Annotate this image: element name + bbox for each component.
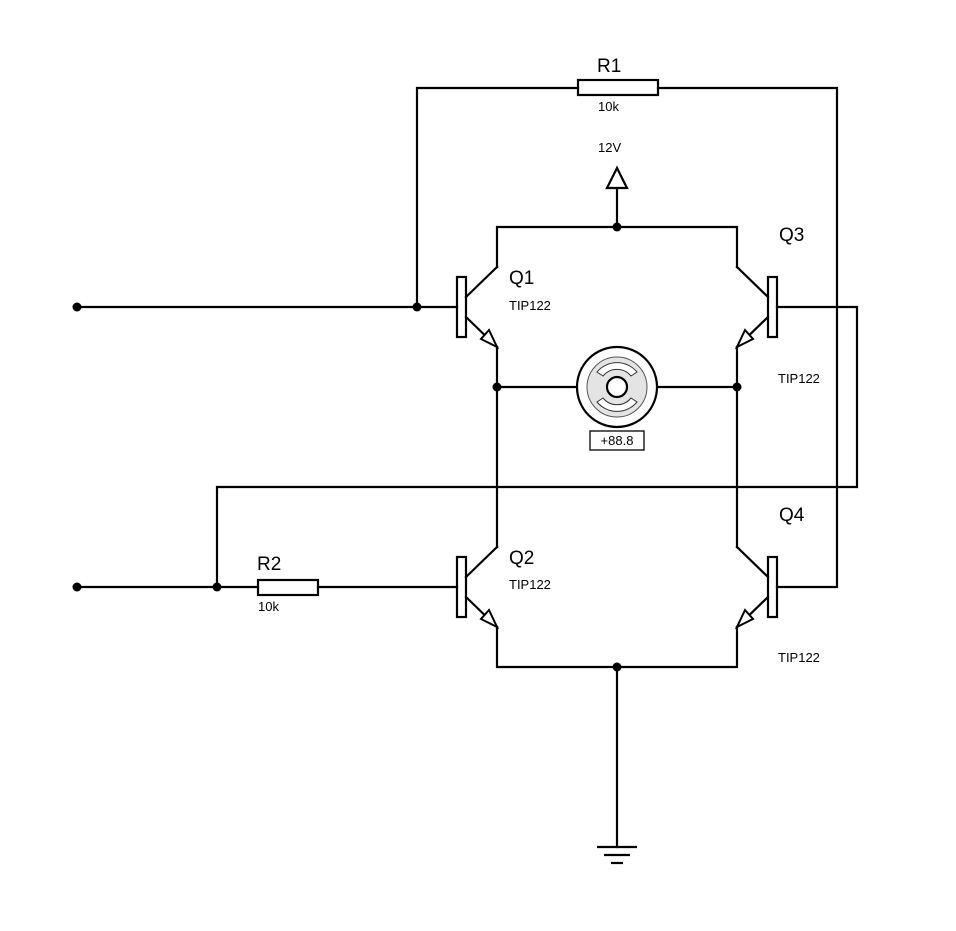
q4-name: Q4 — [779, 505, 805, 526]
r2-name: R2 — [257, 554, 281, 575]
r1-value: 10k — [598, 99, 619, 114]
transistor-q3: Q3 TIP122 — [734, 225, 820, 386]
junction-q1-base — [412, 302, 422, 312]
q4-part: TIP122 — [778, 650, 820, 665]
motor-readout: +88.8 — [601, 433, 634, 448]
q2-name: Q2 — [509, 548, 534, 569]
ground-icon — [597, 845, 637, 865]
junction-motor-right — [732, 382, 742, 392]
wire-q3-base-cross — [215, 305, 859, 589]
q3-name: Q3 — [779, 225, 804, 246]
transistor-q4: Q4 TIP122 — [734, 505, 820, 665]
wire-ground-rail — [495, 625, 739, 669]
wire-r1-loop — [415, 86, 580, 309]
q3-part: TIP122 — [778, 371, 820, 386]
junction-motor-left — [492, 382, 502, 392]
junction-supply — [612, 222, 622, 232]
transistor-q2: Q2 TIP122 — [455, 545, 551, 630]
power-arrow-icon: 12V — [598, 140, 629, 190]
r2-value: 10k — [258, 599, 279, 614]
resistor-r1: R1 10k — [576, 56, 660, 114]
r1-name: R1 — [597, 56, 621, 77]
junctions — [72, 222, 742, 672]
wire-r1-right — [656, 86, 839, 589]
q1-name: Q1 — [509, 268, 534, 289]
terminal-input-1 — [72, 302, 82, 312]
junction-r2 — [212, 582, 222, 592]
wire-supply-rail — [495, 225, 739, 269]
transistor-q1: Q1 TIP122 — [455, 265, 551, 350]
q1-part: TIP122 — [509, 298, 551, 313]
dc-motor-icon: +88.8 — [575, 345, 659, 451]
junction-ground — [612, 662, 622, 672]
supply-label: 12V — [598, 140, 621, 155]
wires — [75, 86, 859, 849]
terminal-input-2 — [72, 582, 82, 592]
q2-part: TIP122 — [509, 577, 551, 592]
resistor-r2: R2 10k — [256, 554, 320, 614]
